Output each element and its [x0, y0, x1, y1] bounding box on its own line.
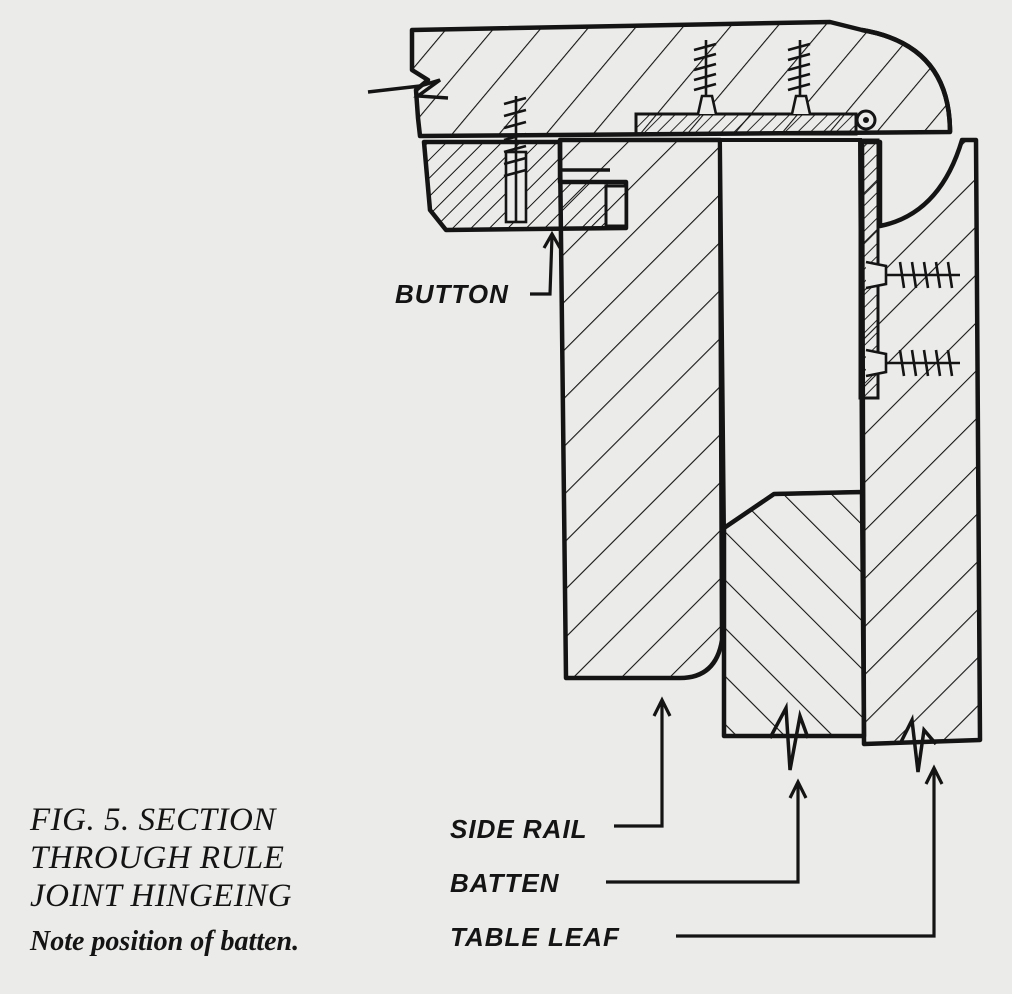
side-rail	[557, 137, 725, 681]
caption-line-1: FIG. 5. SECTION	[29, 802, 277, 838]
break-marks	[768, 701, 938, 773]
batten	[717, 138, 867, 739]
screws	[503, 40, 960, 378]
table-leaf-leader	[676, 770, 936, 938]
leader-lines	[530, 230, 944, 938]
screw-hinge-2	[787, 40, 812, 115]
batten-leader	[606, 784, 800, 884]
button-leader	[530, 235, 554, 296]
caption-note: Note position of batten.	[29, 926, 299, 957]
screw-button	[503, 96, 528, 224]
hinge-plate-top	[634, 109, 877, 136]
label-table-leaf: TABLE LEAF	[450, 922, 620, 952]
side-rail-leader	[614, 702, 664, 828]
screw-leaf-2	[865, 348, 960, 378]
caption-line-3: JOINT HINGEING	[30, 878, 292, 914]
caption-line-2: THROUGH RULE	[30, 840, 284, 876]
table-top	[367, 19, 953, 139]
table-leaf	[858, 137, 983, 747]
screw-leaf-1	[865, 260, 960, 290]
figure-caption: FIG. 5. SECTION THROUGH RULE JOINT HINGE…	[29, 802, 299, 957]
screw-hinge-1	[693, 40, 718, 115]
label-button: BUTTON	[395, 279, 509, 309]
label-batten: BATTEN	[450, 868, 560, 898]
label-side-rail: SIDE RAIL	[450, 814, 588, 844]
